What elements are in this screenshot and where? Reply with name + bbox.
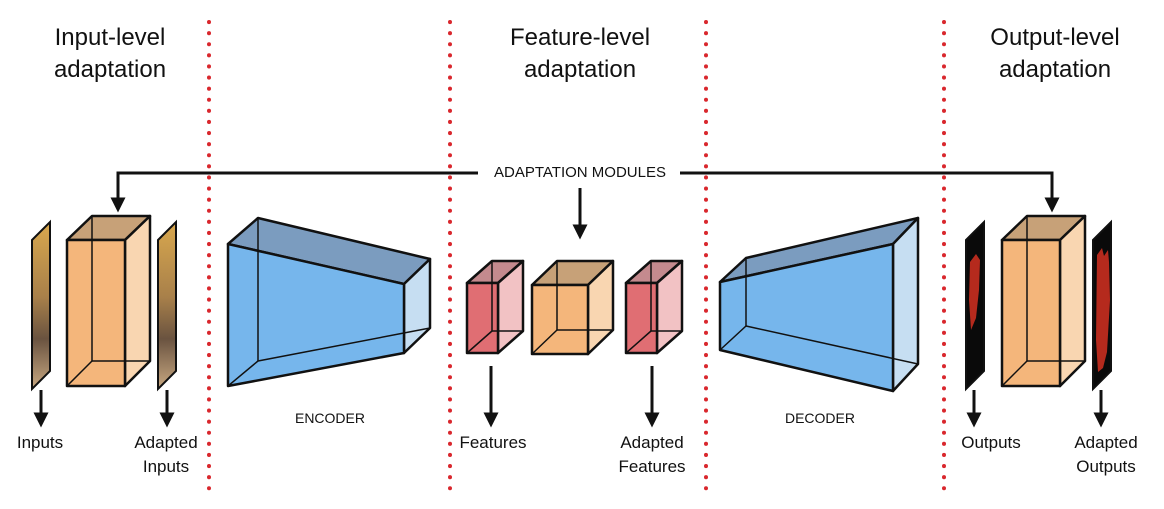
adapted-inputs-label-line1: Adapted [134,433,198,452]
section-dividers [207,20,946,497]
outputs-label: Outputs [946,431,1036,455]
input-image [31,219,51,392]
feature-adaptation-module [530,259,615,356]
adapted-features-label-line2: Features [618,457,686,476]
encoder-label: ENCODER [294,410,365,426]
adapted-output-mask-image [1092,219,1112,392]
encoder-block [226,216,432,388]
features-label: Features [448,431,538,455]
output-level-heading-line1: Output-level [990,24,1120,51]
output-mask-image [965,219,985,392]
adapted-input-image [157,219,177,392]
feature-level-heading: Feature-level adaptation [490,22,670,86]
adapted-inputs-label: Adapted Inputs [120,431,212,479]
output-adaptation-module [1000,214,1087,388]
input-level-heading: Input-level adaptation [30,22,190,86]
decoder-block [718,216,920,393]
adapted-features-label-line1: Adapted [620,433,684,452]
feature-level-heading-line2: adaptation [523,56,637,83]
decoder-label: DECODER [784,410,855,426]
output-level-heading-line2: adaptation [998,56,1112,83]
inputs-label: Inputs [0,431,80,455]
adapted-features-block [624,259,684,355]
features-label-text: Features [459,433,527,452]
feature-level-heading-line1: Feature-level [509,24,651,51]
output-level-heading: Output-level adaptation [965,22,1145,86]
adapted-inputs-label-line2: Inputs [142,457,190,476]
inputs-label-text: Inputs [16,433,64,452]
output-arrows [33,366,1109,428]
features-block [465,259,525,355]
adapted-outputs-label-line2: Outputs [1076,457,1136,476]
adapted-outputs-label-line1: Adapted [1074,433,1138,452]
outputs-label-text: Outputs [961,433,1021,452]
input-level-heading-line2: adaptation [53,56,167,83]
adapted-outputs-label: Adapted Outputs [1056,431,1156,479]
input-level-heading-line1: Input-level [54,24,166,51]
adapted-features-label: Adapted Features [600,431,704,479]
modules-connector [110,171,1060,240]
input-adaptation-module [65,214,152,388]
adaptation-modules-label: ADAPTATION MODULES [494,164,666,181]
